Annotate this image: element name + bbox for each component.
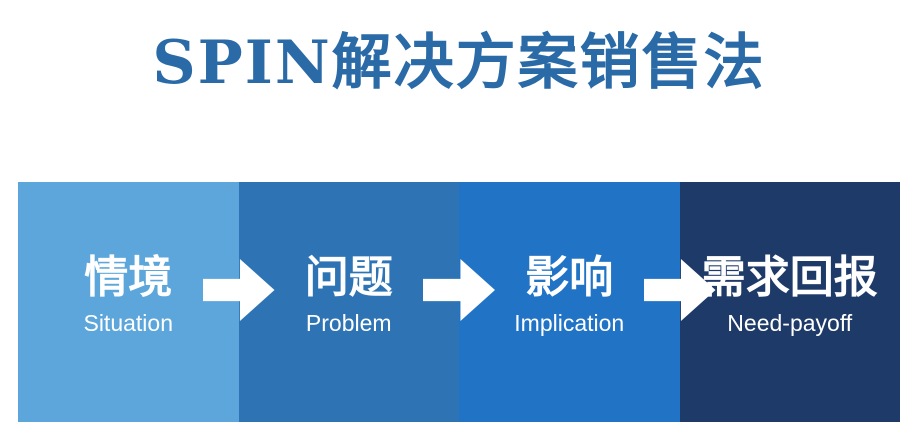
step-label-zh: 需求回报 — [701, 253, 878, 303]
step-label-zh: 问题 — [304, 253, 393, 303]
step-problem: 问题 Problem — [238, 182, 459, 422]
step-label-en: Need-payoff — [727, 309, 853, 336]
step-situation: 情境 Situation — [18, 182, 239, 422]
step-need-payoff: 需求回报 Need-payoff — [679, 182, 900, 422]
step-label-zh: 影响 — [525, 253, 614, 303]
step-label-en: Implication — [514, 309, 625, 336]
step-implication: 影响 Implication — [459, 182, 680, 422]
step-label-en: Situation — [83, 309, 173, 336]
steps-row: 情境 Situation 问题 Problem 影响 Implication 需… — [18, 182, 900, 422]
step-label-en: Problem — [305, 309, 392, 336]
page-title: SPIN解决方案销售法 — [152, 28, 766, 98]
step-label-zh: 情境 — [84, 253, 173, 303]
